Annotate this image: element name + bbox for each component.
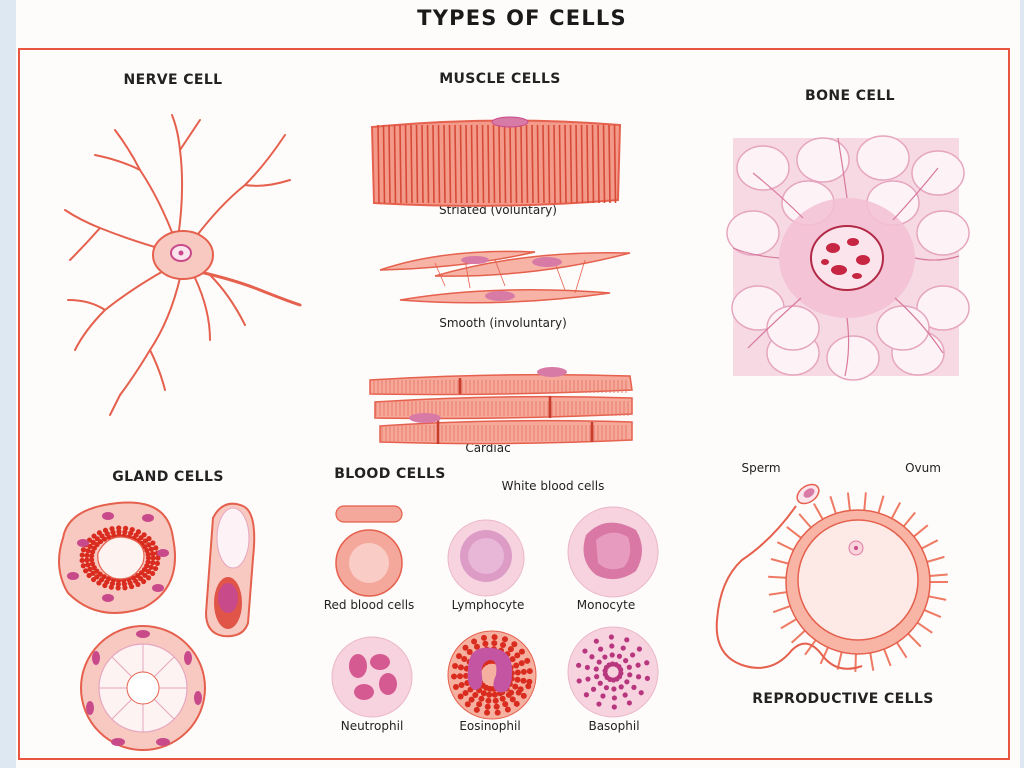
- reproductive-cells-heading: REPRODUCTIVE CELLS: [752, 691, 934, 707]
- bone-cell-heading: BONE CELL: [804, 88, 896, 104]
- lymphocyte-label: Lymphocyte: [451, 598, 525, 612]
- nerve-cell-heading: NERVE CELL: [123, 72, 223, 88]
- monocyte-illustration: [567, 506, 659, 598]
- monocyte-label: Monocyte: [576, 598, 636, 612]
- lymphocyte-illustration: [447, 519, 525, 597]
- neutrophil-label: Neutrophil: [340, 719, 404, 733]
- reproductive-cells-illustration: [715, 483, 948, 672]
- poster-title: TYPES OF CELLS: [417, 6, 627, 30]
- cardiac-label: Cardiac: [465, 441, 511, 455]
- red-blood-cells-label: Red blood cells: [323, 598, 415, 612]
- eosinophil-label: Eosinophil: [459, 719, 521, 733]
- basophil-illustration: [567, 626, 659, 718]
- smooth-muscle-illustration: [379, 250, 631, 304]
- white-blood-cells-label: White blood cells: [501, 479, 605, 493]
- striated-muscle-illustration: [370, 116, 622, 207]
- cardiac-muscle-illustration: [369, 367, 633, 445]
- red-blood-cells-illustration: [335, 505, 403, 597]
- blood-cells-heading: BLOOD CELLS: [334, 466, 446, 482]
- sperm-label: Sperm: [741, 461, 781, 475]
- gland-cells-heading: GLAND CELLS: [112, 469, 224, 485]
- ovum-label: Ovum: [905, 461, 941, 475]
- muscle-cells-heading: MUSCLE CELLS: [439, 71, 561, 87]
- poster-frame: [18, 48, 1010, 760]
- neutrophil-illustration: [331, 636, 413, 718]
- eosinophil-illustration: [447, 630, 537, 720]
- smooth-label: Smooth (involuntary): [439, 316, 567, 330]
- nerve-cell-illustration: [64, 114, 302, 416]
- gland-cells-illustration: [58, 501, 256, 751]
- basophil-label: Basophil: [588, 719, 640, 733]
- bone-cell-illustration: [726, 135, 970, 381]
